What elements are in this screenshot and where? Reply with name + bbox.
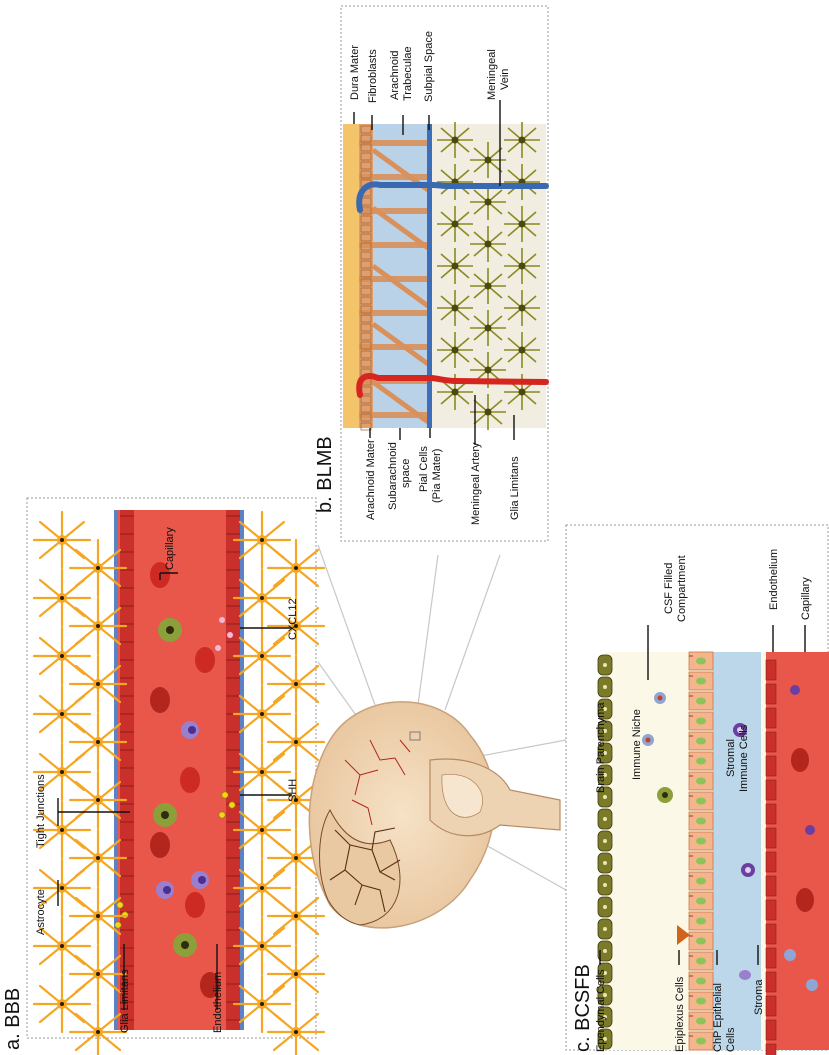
endothelial-cell <box>766 732 776 752</box>
label-chp-epithelial: ChP Epithelial <box>712 983 724 1052</box>
endothelial-cell <box>766 708 776 728</box>
red-blood-cell <box>791 748 809 772</box>
label-glia-limitans: Glia Limitans <box>119 969 131 1033</box>
label-tight-junctions: Tight Junctions <box>35 774 47 848</box>
label-subpial-space: Subpial Space <box>423 31 435 102</box>
bbb-capillary <box>114 510 244 1030</box>
label-space: space <box>400 459 412 488</box>
shh-molecule <box>222 792 228 798</box>
panel-bcsfb: c. BCSFB Brain Parenchyma CSF Filled Com… <box>566 525 829 1055</box>
label-immune-niche: Immune Niche <box>631 709 643 780</box>
shh-molecule <box>219 812 225 818</box>
astrocyte <box>34 686 90 742</box>
label-endothelium-c: Endothelium <box>768 549 780 610</box>
endothelial-cell <box>766 852 776 872</box>
red-blood-cell <box>195 647 215 673</box>
label-fibroblasts: Fibroblasts <box>367 49 379 103</box>
endothelial-cell <box>766 1044 776 1055</box>
panel-bbb: a. BBB Astrocyte Tight Junctions Glia Li… <box>2 498 324 1055</box>
pia-mater-layer <box>427 124 432 428</box>
shh-molecule <box>115 922 121 928</box>
endothelial-cell <box>766 660 776 680</box>
label-epiplexus-cells: Epiplexus Cells <box>674 976 686 1052</box>
label-endothelium: Endothelium <box>212 972 224 1033</box>
label-arachnoid-mater: Arachnoid Mater <box>365 439 377 520</box>
astrocyte <box>34 512 90 568</box>
label-stromal: Stromal <box>725 739 737 777</box>
label-dura-mater: Dura Mater <box>349 45 361 100</box>
label-meningeal-artery: Meningeal Artery <box>470 442 482 525</box>
label-ependymal-cells: Ependymal Cells <box>595 969 607 1052</box>
red-blood-cell <box>150 687 170 713</box>
panel-bbb-title: a. BBB <box>2 988 24 1050</box>
red-blood-cell <box>796 888 814 912</box>
astrocyte <box>34 628 90 684</box>
label-vein: Vein <box>499 69 511 90</box>
label-cxcl12: CXCL12 <box>287 598 299 640</box>
trabecula <box>359 174 429 180</box>
label-glia-limitans-b: Glia Limitans <box>509 456 521 520</box>
blood-immune-cell <box>806 979 818 991</box>
label-meningeal: Meningeal <box>486 49 498 100</box>
red-blood-cell <box>180 767 200 793</box>
monocyte <box>739 970 751 980</box>
label-stromal-immune-cells: Immune Cells <box>738 724 750 792</box>
label-subarachnoid: Subarachnoid <box>387 442 399 510</box>
label-trabeculae: Trabeculae <box>402 46 414 101</box>
dura-mater-layer <box>343 124 359 428</box>
cxcl12-molecule <box>219 617 225 623</box>
endothelial-cell <box>766 972 776 992</box>
endothelial-cell <box>766 948 776 968</box>
label-chp-cells: Cells <box>725 1027 737 1052</box>
label-csf-filled: CSF Filled <box>663 563 675 614</box>
endothelial-cell <box>766 804 776 824</box>
label-astrocyte: Astrocyte <box>35 889 47 935</box>
blood-immune-cell <box>790 685 800 695</box>
brain-illustration <box>309 702 560 928</box>
panel-bcsfb-title: c. BCSFB <box>572 964 594 1052</box>
endothelial-cell <box>766 684 776 704</box>
cxcl12-molecule <box>227 632 233 638</box>
label-pial-cells: Pial Cells <box>418 446 430 492</box>
endothelial-cell <box>766 996 776 1016</box>
astrocyte <box>34 976 90 1032</box>
endothelial-cell <box>766 900 776 920</box>
label-capillary: Capillary <box>164 527 176 570</box>
panel-blmb-title: b. BLMB <box>314 436 336 513</box>
shh-molecule <box>229 802 235 808</box>
label-capillary-c: Capillary <box>800 577 812 620</box>
endothelial-cell <box>766 756 776 776</box>
label-arachnoid: Arachnoid <box>389 50 401 100</box>
trabecula <box>359 140 429 146</box>
label-brain-parenchyma: Brain Parenchyma <box>595 702 607 793</box>
red-blood-cell <box>185 892 205 918</box>
label-pia-mater: (Pia Mater) <box>431 449 443 503</box>
blood-immune-cell <box>784 949 796 961</box>
endothelial-cell <box>766 924 776 944</box>
endothelial-cell <box>766 1020 776 1040</box>
glia-limitans-left <box>114 510 118 1030</box>
cxcl12-molecule <box>215 645 221 651</box>
label-compartment: Compartment <box>676 555 688 622</box>
shh-molecule <box>117 902 123 908</box>
red-blood-cell <box>150 832 170 858</box>
blood-immune-cell <box>805 825 815 835</box>
endothelial-cell <box>766 828 776 848</box>
endothelial-cell <box>766 780 776 800</box>
panel-blmb: b. BLMB Dura Mater Fibroblasts Arachnoid… <box>314 6 548 541</box>
label-shh: SHH <box>287 779 299 802</box>
astrocyte <box>34 570 90 626</box>
trabecula <box>359 208 429 214</box>
endothelial-cell <box>766 876 776 896</box>
glia-limitans-right <box>240 510 244 1030</box>
label-stroma: Stroma <box>753 979 765 1015</box>
